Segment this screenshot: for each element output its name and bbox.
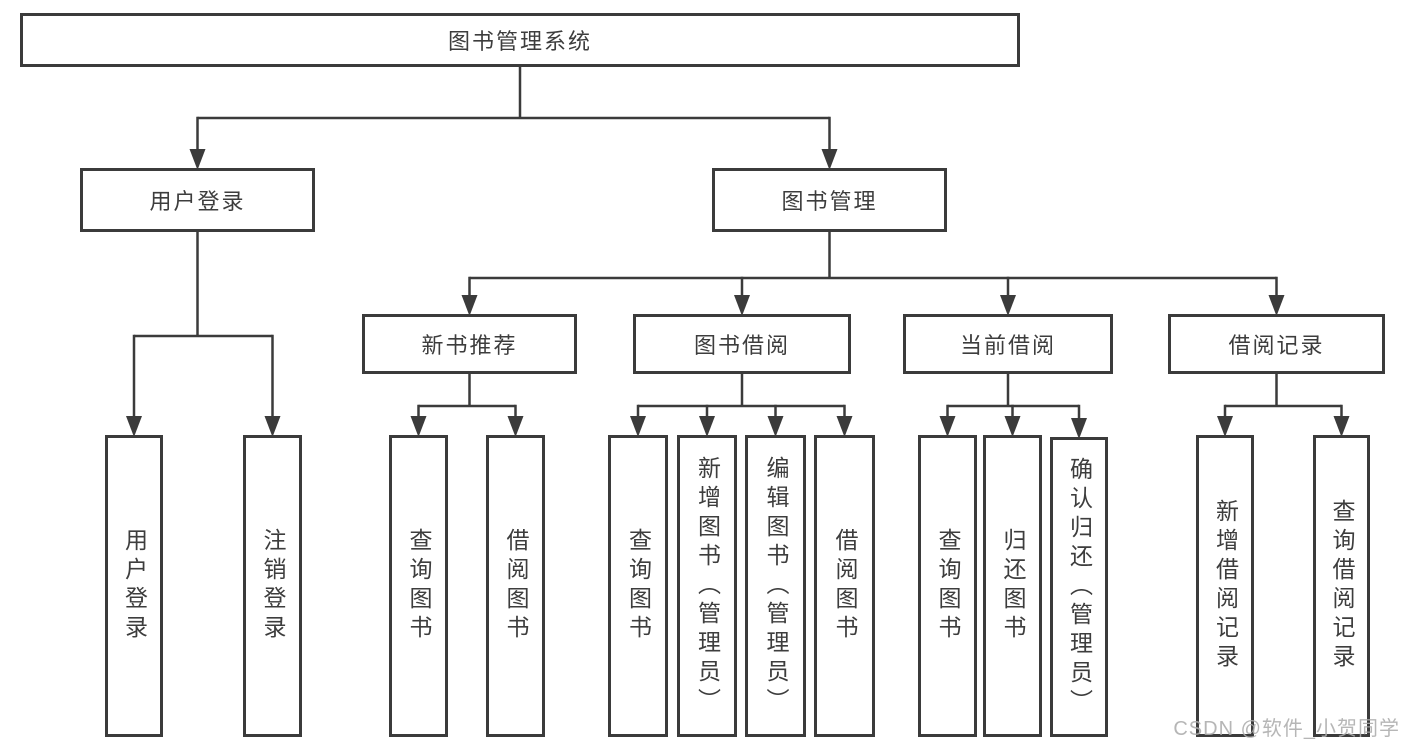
node-label-leaf-bb-edit: 编辑图书（管理员） [763, 455, 789, 717]
node-label-leaf-bb-borrow: 借阅图书 [832, 528, 858, 644]
arrowhead-icon [1004, 416, 1021, 437]
node-leaf-user-login: 用户登录 [105, 435, 163, 737]
node-label-leaf-bb-add: 新增图书（管理员） [694, 455, 721, 717]
edge-new-books [410, 374, 524, 437]
arrowhead-icon [734, 295, 750, 316]
node-label-leaf-cb-return: 归还图书 [1000, 528, 1026, 644]
edge-user-login [126, 232, 281, 437]
node-label-leaf-cb-confirm: 确认归还（管理员） [1066, 456, 1093, 718]
node-label-leaf-br-add: 新增借阅记录 [1212, 499, 1239, 673]
watermark: CSDN @软件_小贺同学 [1173, 718, 1400, 740]
arrowhead-icon [507, 416, 524, 437]
node-label-new-books: 新书推荐 [421, 333, 518, 358]
node-label-root: 图书管理系统 [447, 29, 592, 54]
arrowhead-icon [821, 149, 838, 170]
edge-borrow-records [1217, 374, 1350, 437]
arrowhead-icon [767, 416, 784, 437]
node-label-leaf-br-query: 查询借阅记录 [1329, 499, 1355, 673]
arrowhead-icon [630, 416, 646, 437]
node-borrow-records: 借阅记录 [1168, 314, 1385, 374]
node-leaf-br-query: 查询借阅记录 [1313, 435, 1370, 737]
node-root: 图书管理系统 [20, 13, 1020, 67]
edge-book-borrow [630, 374, 853, 437]
edge-book-mgmt [461, 232, 1285, 316]
arrowhead-icon [1071, 418, 1087, 439]
node-label-current-borrow: 当前借阅 [959, 333, 1056, 358]
node-leaf-bb-add: 新增图书（管理员） [677, 435, 737, 737]
arrowhead-icon [1333, 416, 1350, 437]
arrowhead-icon [126, 416, 142, 437]
arrowhead-icon [1217, 416, 1233, 437]
arrowhead-icon [699, 416, 715, 437]
edge-root [189, 67, 838, 170]
node-label-leaf-nb-query: 查询图书 [406, 528, 432, 644]
node-leaf-logout: 注销登录 [243, 435, 302, 737]
node-label-user-login: 用户登录 [149, 189, 246, 214]
node-label-leaf-user-login: 用户登录 [121, 528, 148, 644]
node-book-mgmt: 图书管理 [712, 168, 947, 232]
node-leaf-bb-edit: 编辑图书（管理员） [745, 435, 806, 737]
arrowhead-icon [836, 416, 853, 437]
arrowhead-icon [939, 416, 956, 437]
node-user-login: 用户登录 [80, 168, 315, 232]
node-label-leaf-logout: 注销登录 [260, 528, 286, 644]
node-label-book-mgmt: 图书管理 [781, 189, 878, 214]
node-label-leaf-cb-query: 查询图书 [935, 528, 961, 644]
node-leaf-nb-borrow: 借阅图书 [486, 435, 545, 737]
node-label-leaf-nb-borrow: 借阅图书 [503, 528, 529, 644]
arrowhead-icon [264, 416, 281, 437]
node-label-borrow-records: 借阅记录 [1228, 333, 1325, 358]
node-leaf-cb-confirm: 确认归还（管理员） [1050, 437, 1108, 737]
edge-current-borrow [939, 374, 1087, 439]
node-label-leaf-bb-query: 查询图书 [625, 528, 652, 644]
node-new-books: 新书推荐 [362, 314, 577, 374]
node-current-borrow: 当前借阅 [903, 314, 1113, 374]
node-leaf-bb-borrow: 借阅图书 [814, 435, 875, 737]
node-leaf-bb-query: 查询图书 [608, 435, 668, 737]
node-leaf-cb-query: 查询图书 [918, 435, 977, 737]
node-leaf-br-add: 新增借阅记录 [1196, 435, 1254, 737]
node-leaf-cb-return: 归还图书 [983, 435, 1042, 737]
arrowhead-icon [1268, 295, 1285, 316]
node-label-book-borrow: 图书借阅 [693, 333, 790, 358]
arrowhead-icon [461, 295, 478, 316]
node-book-borrow: 图书借阅 [633, 314, 851, 374]
arrowhead-icon [410, 416, 427, 437]
arrowhead-icon [1000, 295, 1016, 316]
node-leaf-nb-query: 查询图书 [389, 435, 448, 737]
arrowhead-icon [189, 149, 206, 170]
